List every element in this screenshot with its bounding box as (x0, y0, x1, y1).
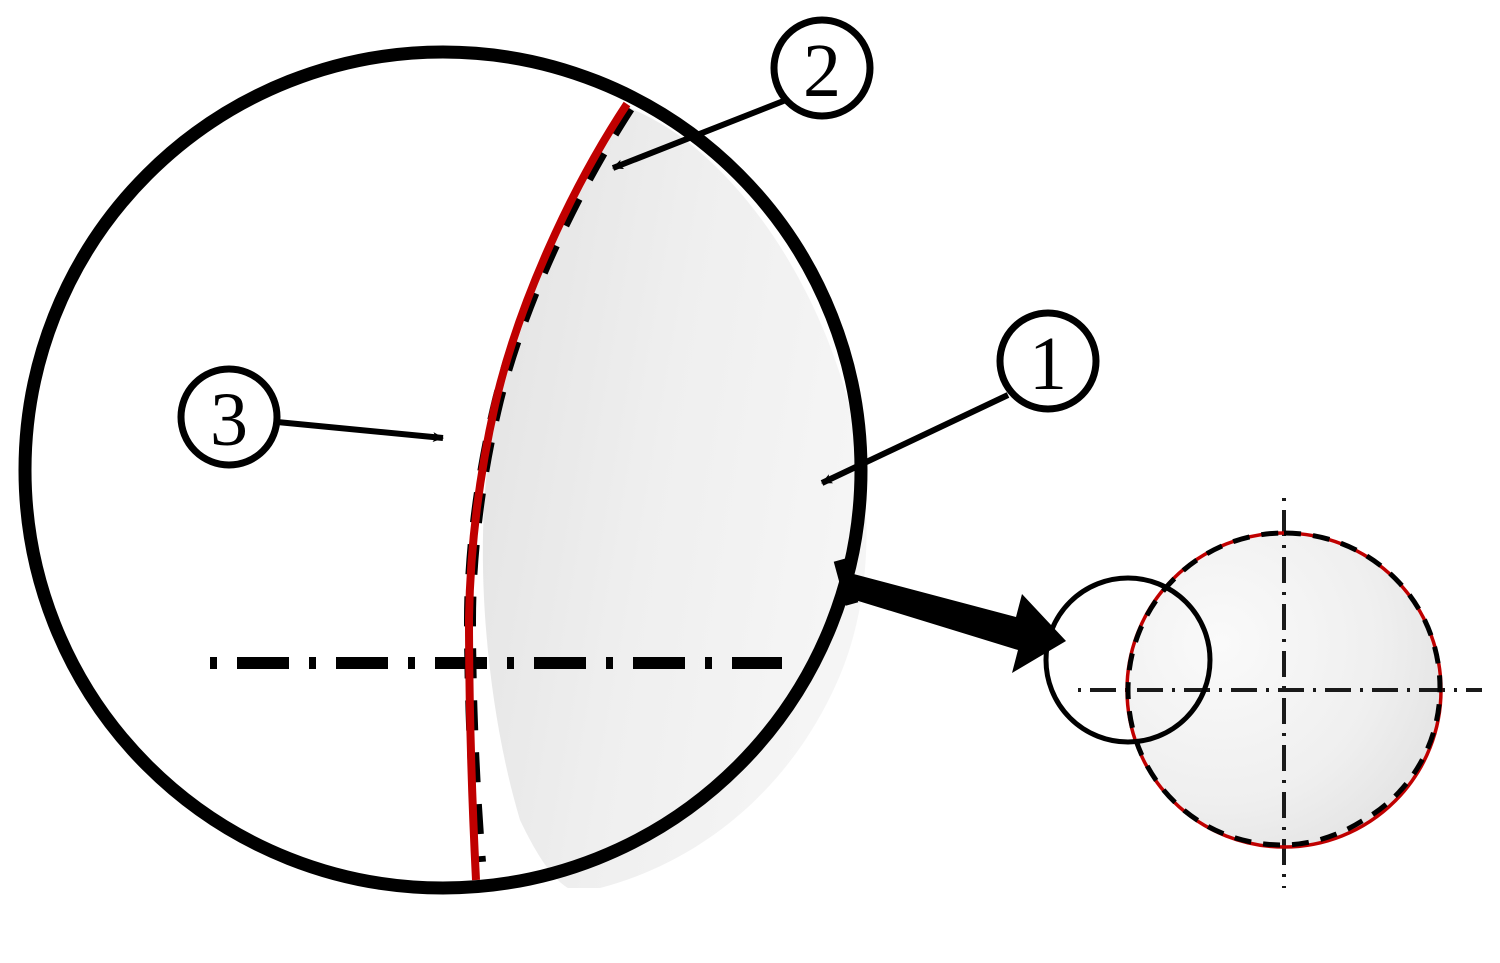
shaded-region-1 (482, 106, 867, 888)
inset-dashed-outline (1125, 530, 1443, 848)
red-contour-3 (464, 101, 631, 881)
callout-3-leader-line (276, 419, 444, 443)
callout-3-label: 3 (210, 378, 248, 462)
sphere-outline (18, 45, 868, 895)
callout-2-circle[interactable] (770, 16, 874, 120)
callout-2-leader-line (611, 97, 788, 171)
callout-1-circle[interactable] (996, 309, 1100, 413)
main-sphere-view (18, 45, 868, 895)
callout-2-label: 2 (803, 29, 841, 113)
callout-1-leader-line (820, 392, 1010, 486)
callout-1[interactable]: 1 (820, 309, 1100, 486)
detail-zoom-arrow (833, 558, 1066, 673)
inset-detail-view (1043, 498, 1482, 888)
callout-2[interactable]: 2 (611, 16, 874, 171)
callout-3[interactable]: 3 (177, 365, 444, 469)
inset-small-circle (1043, 575, 1213, 745)
callout-1-label: 1 (1029, 322, 1067, 406)
callout-3-circle[interactable] (177, 365, 281, 469)
